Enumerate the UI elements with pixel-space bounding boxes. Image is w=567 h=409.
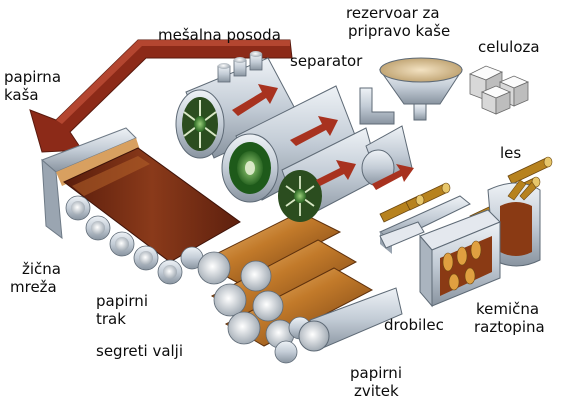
- diagram-labels: mešalna posoda rezervoar za pripravo kaš…: [4, 4, 545, 400]
- label-rezervoar-line2: pripravo kaše: [348, 22, 450, 40]
- pulp-return-arrow: [29, 39, 293, 153]
- label-rezervoar: rezervoar za pripravo kaše: [346, 4, 450, 40]
- label-les: les: [500, 144, 521, 162]
- label-celuloza: celuloza: [478, 38, 540, 56]
- pulp-reservoir: [379, 57, 463, 121]
- chemical-tank: [487, 179, 541, 267]
- label-zicna-mreza: žična mreža: [10, 260, 66, 296]
- mesh-rollers: [65, 195, 204, 285]
- headbox: [41, 127, 140, 240]
- label-rezervoar-line1: rezervoar za: [346, 4, 440, 22]
- label-kemicna-raztopina-line1: kemična: [476, 300, 539, 318]
- label-kemicna-raztopina-line2: raztopina: [474, 318, 545, 336]
- label-papirni-trak-line1: papirni: [96, 292, 148, 310]
- label-mesalna-posoda: mešalna posoda: [158, 26, 281, 44]
- label-papirna-kasa-line1: papirna: [4, 68, 61, 86]
- label-papirni-zvitek-line2: zvitek: [354, 382, 399, 400]
- label-separator: separator: [290, 52, 363, 70]
- label-papirni-zvitek: papirni zvitek: [350, 364, 407, 400]
- label-papirni-trak: papirni trak: [96, 292, 153, 328]
- label-papirni-zvitek-line1: papirni: [350, 364, 402, 382]
- crusher: [379, 209, 501, 308]
- cellulose-blocks: [469, 65, 530, 115]
- label-papirna-kasa-line2: kaša: [4, 86, 39, 104]
- paper-roll: [298, 287, 403, 352]
- label-zicna-mreza-line2: mreža: [10, 278, 57, 296]
- label-drobilec: drobilec: [384, 316, 444, 334]
- wire-mesh-belt: [63, 147, 241, 263]
- label-papirna-kasa: papirna kaša: [4, 68, 66, 104]
- label-papirni-trak-line2: trak: [96, 310, 126, 328]
- label-kemicna-raztopina: kemična raztopina: [474, 300, 545, 336]
- label-segreti-valji: segreti valji: [96, 342, 183, 360]
- pipe: [359, 87, 414, 190]
- separator-drum: [221, 85, 381, 222]
- heated-rollers: [197, 211, 374, 364]
- mixing-vessel: [175, 51, 301, 159]
- label-zicna-mreza-line1: žična: [22, 260, 61, 278]
